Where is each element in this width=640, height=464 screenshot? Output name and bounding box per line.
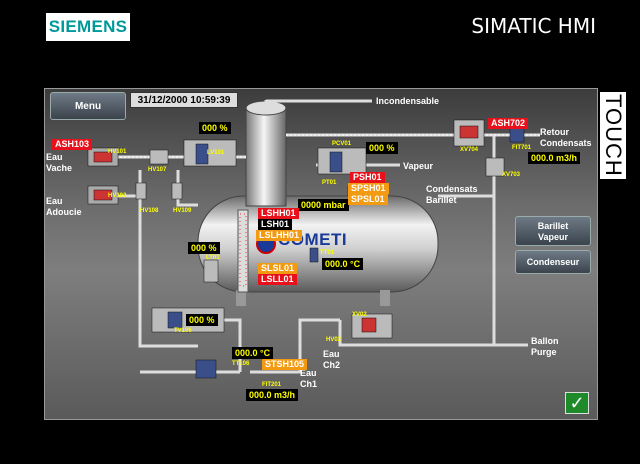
condenseur-button[interactable]: Condenseur xyxy=(515,250,591,274)
confirm-check-button[interactable]: ✓ xyxy=(565,392,589,414)
alarm-stsh105: STSH105 xyxy=(262,359,308,370)
value-flow-fit701: 000.0 m3/h xyxy=(528,152,581,164)
label-retour-2: Condensats xyxy=(540,138,592,148)
label-vapeur: Vapeur xyxy=(403,161,434,171)
alarm-ash103: ASH103 xyxy=(52,139,93,150)
tag-pt01: PT01 xyxy=(322,180,337,186)
tag-hv109: HV109 xyxy=(173,208,192,214)
tag-tv106: TV106 xyxy=(174,328,192,334)
pipe-drain xyxy=(250,318,340,374)
barillet-label-2: Vapeur xyxy=(537,232,568,242)
level-gauge xyxy=(237,209,249,293)
label-eau-ch2-1: Eau xyxy=(323,349,340,359)
tag-fit201: FIT201 xyxy=(262,382,282,388)
alarm-lsh01: LSH01 xyxy=(258,219,293,230)
pipe-hv109 xyxy=(176,170,198,207)
tag-xv704: XV704 xyxy=(460,147,479,153)
tag-xv703: XV703 xyxy=(502,172,521,178)
value-temp-tt01: 000.0 °C xyxy=(322,258,364,270)
barillet-vapeur-button[interactable]: Barillet Vapeur xyxy=(515,216,591,246)
label-condensats-1: Condensats xyxy=(426,184,478,194)
column-top xyxy=(245,100,287,116)
value-flow-fit201: 000.0 m3/h xyxy=(246,389,299,401)
label-retour-1: Retour xyxy=(540,127,569,137)
label-condensats-2: Barillet xyxy=(426,195,457,205)
alarm-ash702: ASH702 xyxy=(488,118,529,129)
pipe-drain-right xyxy=(338,320,494,347)
label-eau-ch1-2: Ch1 xyxy=(300,379,318,389)
tag-hv02: HV02 xyxy=(326,337,342,343)
label-ballon-2: Purge xyxy=(531,347,557,357)
tag-tt106: TT106 xyxy=(232,361,250,367)
tag-hv102: HV102 xyxy=(108,193,127,199)
value-temp-tt106: 000.0 °C xyxy=(232,347,274,359)
alarm-lshh01: LSHH01 xyxy=(258,208,299,219)
tag-xv02: XV02 xyxy=(352,312,367,318)
vessel-leg-right xyxy=(380,290,390,306)
alarm-lsll01: LSLL01 xyxy=(258,274,297,285)
value-pcv01-percent: 000 % xyxy=(366,142,398,154)
label-ballon-1: Ballon xyxy=(531,336,559,346)
pipe-retour-down xyxy=(438,135,496,198)
alarm-slsl01: SLSL01 xyxy=(258,263,298,274)
label-eau-adoucie-1: Eau xyxy=(46,196,63,206)
label-incondensable: Incondensable xyxy=(376,96,440,106)
value-tv106-percent: 000 % xyxy=(186,314,218,326)
tag-pcv01: PCV01 xyxy=(332,141,352,147)
alarm-psh01: PSH01 xyxy=(350,172,385,183)
value-lv101-percent: 000 % xyxy=(199,122,231,134)
alarm-spsl01: SPSL01 xyxy=(348,194,388,205)
label-eau-ch2-2: Ch2 xyxy=(323,360,341,370)
vessel-leg-left xyxy=(236,290,246,306)
label-eau-vache-1: Eau xyxy=(46,152,63,162)
tag-lv101: LV101 xyxy=(207,150,225,156)
pipe-incondensable xyxy=(264,99,372,103)
tag-hv101: HV101 xyxy=(108,149,127,155)
tag-tt01: TT01 xyxy=(320,250,335,256)
barillet-label-1: Barillet xyxy=(537,221,569,231)
hmi-title: SIMATIC HMI xyxy=(471,14,596,38)
value-pressure: 0000 mbar xyxy=(298,199,349,211)
siemens-logo: SIEMENS xyxy=(46,13,130,41)
column xyxy=(245,105,287,207)
alarm-slshh01: LSLHH01 xyxy=(256,230,303,241)
datetime-display: 31/12/2000 10:59:39 xyxy=(130,92,238,108)
value-level-percent: 000 % xyxy=(188,242,220,254)
menu-button[interactable]: Menu xyxy=(50,92,126,120)
alarm-spsh01: SPSH01 xyxy=(348,183,389,194)
tag-lt01: LT01 xyxy=(206,255,220,261)
tag-hv108: HV108 xyxy=(140,208,159,214)
label-eau-adoucie-2: Adoucie xyxy=(46,207,82,217)
tag-fit701: FIT701 xyxy=(512,145,532,151)
tag-hv107: HV107 xyxy=(148,167,167,173)
level-gauge-ticks xyxy=(239,213,247,287)
label-eau-vache-2: Vache xyxy=(46,163,73,173)
label-eau-ch1-1: Eau xyxy=(300,368,317,378)
